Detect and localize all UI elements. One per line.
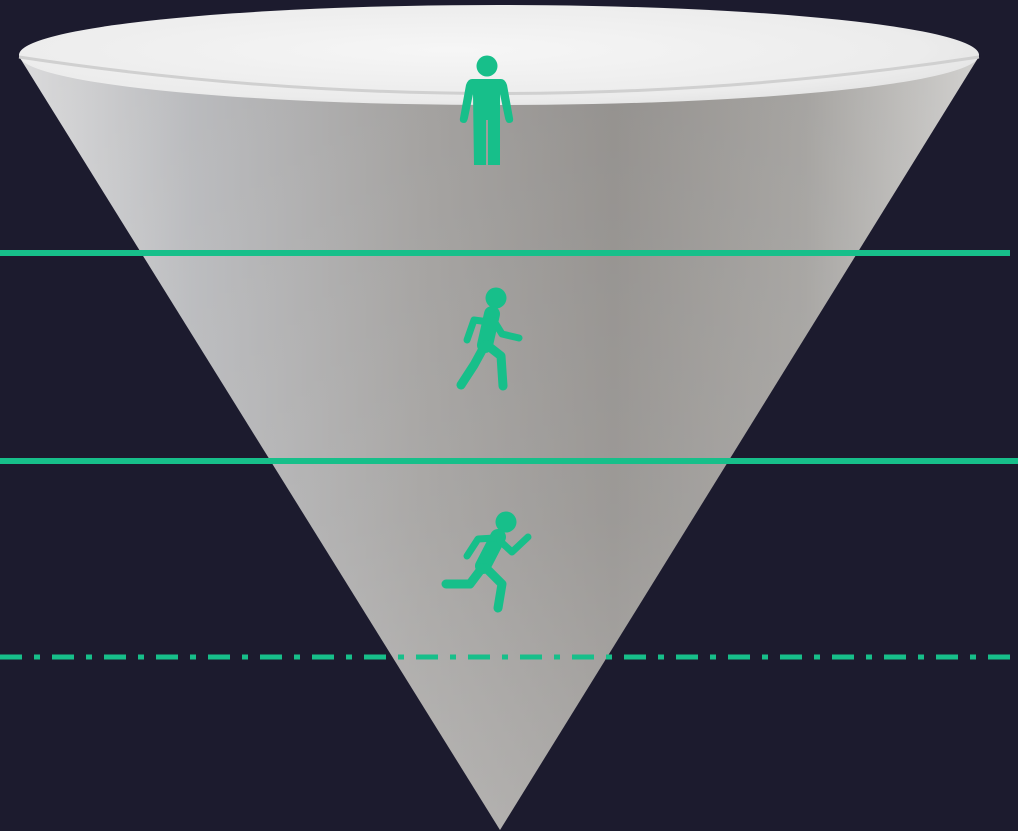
standing-person-icon [459, 55, 514, 165]
stage-dividers [0, 250, 1018, 660]
funnel-cone-highlight [20, 58, 978, 830]
running-person-icon [441, 511, 532, 613]
walking-person-icon [456, 287, 523, 391]
funnel-cone-top [19, 5, 979, 105]
